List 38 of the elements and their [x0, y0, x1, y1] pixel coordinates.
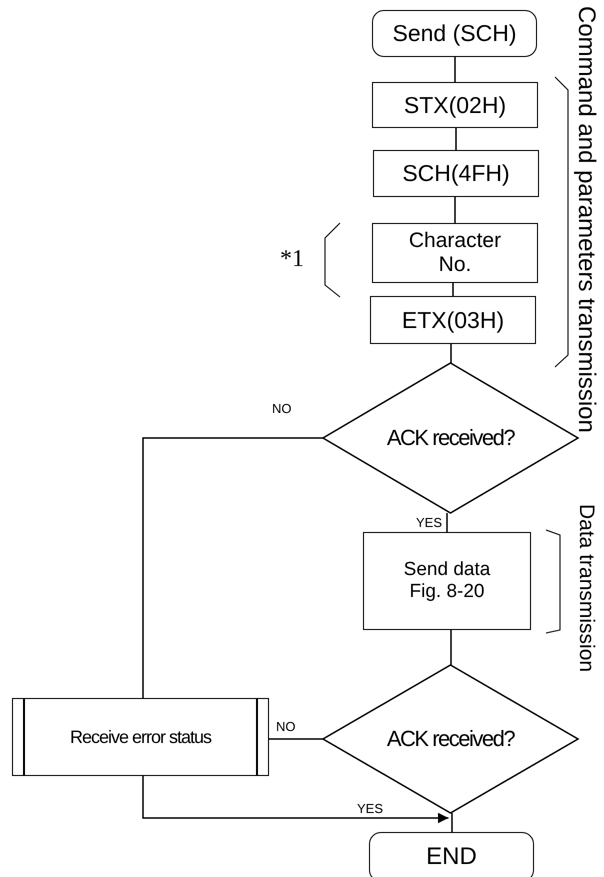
node-text: STX(02H) — [404, 92, 506, 118]
edge-label: NO — [276, 720, 296, 733]
process-box — [373, 150, 539, 197]
connector-line — [446, 513, 448, 532]
subroutine-box — [12, 698, 269, 776]
node-text: Send data Fig. 8-20 — [402, 559, 492, 603]
edge-label: YES — [416, 516, 442, 529]
connector-line — [142, 437, 323, 698]
node-text: ACK received? — [386, 726, 514, 752]
connector-line — [454, 57, 456, 82]
connector-line — [451, 813, 453, 832]
edge-label: NO — [272, 402, 292, 415]
terminal-box — [369, 832, 534, 877]
node-text: SCH(4FH) — [402, 160, 510, 187]
edge-label: YES — [357, 802, 384, 815]
node-text: END — [426, 843, 477, 871]
node-text: ACK received? — [386, 425, 514, 451]
node-text: Send (SCH) — [392, 20, 516, 47]
connector-line — [269, 738, 323, 740]
footnote-mark: *1 — [280, 246, 304, 273]
section-label: Data transmission — [576, 504, 597, 672]
process-box — [372, 82, 538, 128]
connector-line — [454, 197, 456, 223]
process-box — [372, 223, 538, 283]
decision-diamond — [323, 665, 578, 813]
node-text: ETX(03H) — [402, 306, 504, 334]
process-box — [363, 532, 531, 630]
connector-line — [450, 630, 452, 665]
connector-line — [455, 128, 457, 150]
decision-diamond — [323, 363, 578, 513]
section-label: Command and parameters transmission — [574, 6, 598, 433]
process-box — [370, 296, 536, 344]
arrow — [142, 776, 448, 824]
connector-line — [450, 344, 452, 363]
node-text: Character No. — [408, 228, 502, 278]
terminal-box — [372, 10, 537, 57]
connector-line — [452, 283, 454, 296]
node-text: Receive error status — [70, 726, 212, 748]
